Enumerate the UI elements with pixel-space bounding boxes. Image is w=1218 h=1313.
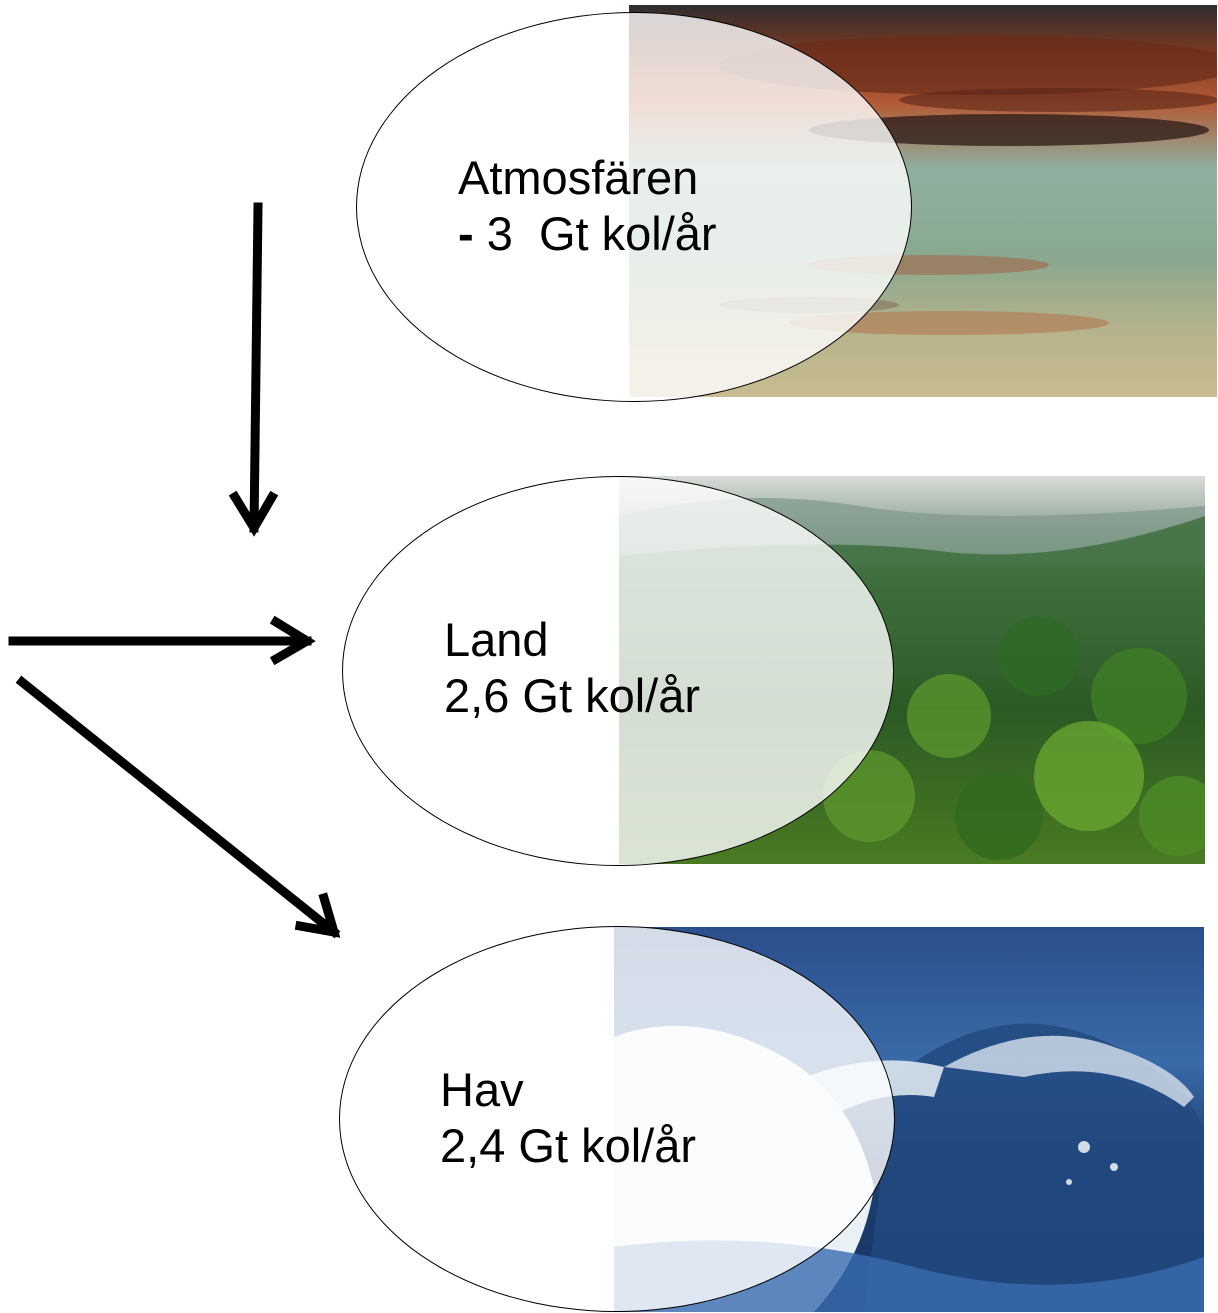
atmosphere-value: - 3 Gt kol/år xyxy=(458,206,717,262)
sea-node xyxy=(339,926,895,1312)
land-node xyxy=(342,476,894,866)
atmosphere-value-sign: - xyxy=(458,207,474,260)
atmosphere-label: Atmosfären - 3 Gt kol/år xyxy=(458,150,717,262)
land-value: 2,6 Gt kol/år xyxy=(444,669,700,722)
arrow-right-to-land xyxy=(8,615,316,666)
land-label: Land 2,6 Gt kol/år xyxy=(444,612,700,724)
sea-value: 2,4 Gt kol/år xyxy=(440,1119,696,1172)
atmosphere-title: Atmosfären xyxy=(458,151,699,204)
sea-title: Hav xyxy=(440,1063,524,1116)
atmosphere-node xyxy=(356,12,912,402)
land-title: Land xyxy=(444,613,549,666)
atmosphere-value-text: 3 Gt kol/år xyxy=(473,207,717,260)
sea-label: Hav 2,4 Gt kol/år xyxy=(440,1062,696,1174)
arrow-diagonal-to-sea xyxy=(15,675,341,939)
arrow-down-to-land xyxy=(228,202,279,537)
